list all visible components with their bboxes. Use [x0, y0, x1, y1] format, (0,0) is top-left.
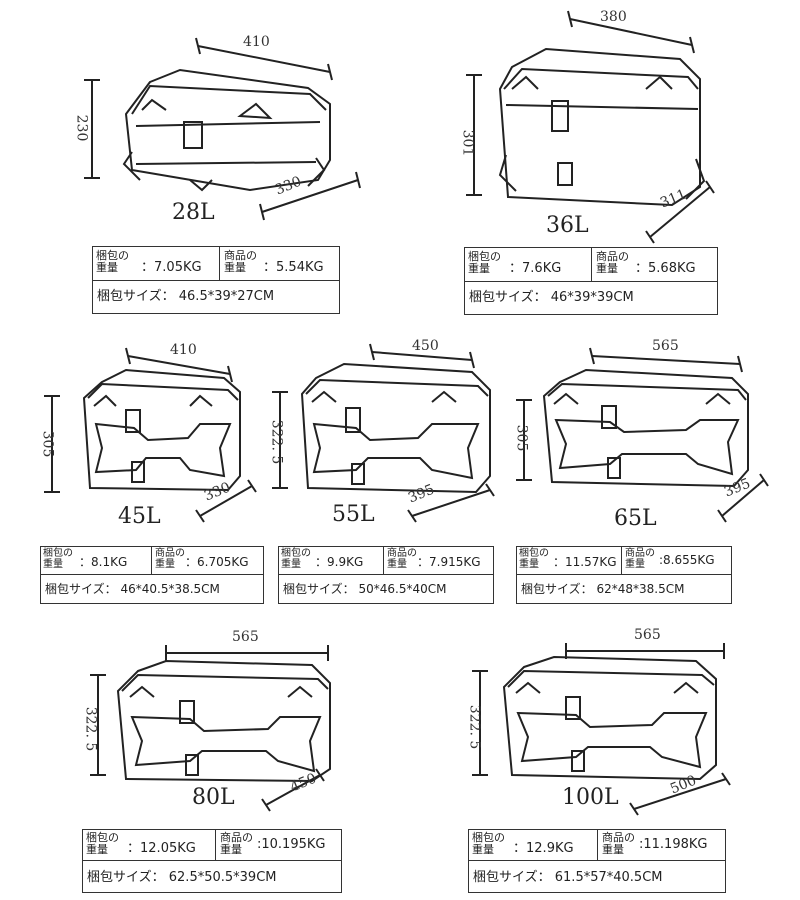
panel-80l: 565 322. 5 450 80L 梱包の重量 ：12.05KG 商品の重量 …	[80, 625, 360, 895]
product-weight-label-2: 重量	[625, 559, 645, 570]
pack-size-label: 梱包サイズ	[97, 289, 162, 304]
product-weight-value-100l: :11.198KG	[639, 837, 708, 852]
box-drawing-36l	[466, 10, 715, 244]
product-weight-label: 商品の	[625, 548, 655, 559]
panel-45l: 410 305 330 45L 梱包の重量 ：8.1KG 商品の重量 ：6.70…	[39, 340, 270, 610]
product-weight-label-2: 重量	[596, 262, 618, 275]
pack-size-value-28l: 46.5*39*27CM	[178, 289, 275, 304]
width-label-80l: 565	[232, 629, 259, 645]
product-weight-value-28l: 5.54KG	[276, 260, 324, 275]
product-weight-label: 商品の	[155, 548, 185, 559]
capacity-label-28l: 28L	[172, 200, 215, 225]
capacity-label-36l: 36L	[546, 213, 589, 238]
pack-weight-value-45l: 8.1KG	[91, 555, 128, 569]
pack-size-value-45l: 46*40.5*38.5CM	[120, 582, 220, 596]
pack-size-label: 梱包サイズ	[45, 582, 105, 596]
pack-weight-label: 梱包の	[96, 249, 129, 262]
product-weight-label-2: 重量	[155, 559, 175, 570]
pack-weight-value-36l: 7.6KG	[522, 261, 562, 276]
pack-weight-label: 梱包の	[472, 831, 505, 844]
box-drawing-28l	[84, 37, 361, 221]
width-label-36l: 380	[600, 9, 627, 25]
pack-size-value-80l: 62.5*50.5*39CM	[168, 870, 277, 885]
pack-weight-label-2: 重量	[472, 843, 494, 856]
width-label-55l: 450	[412, 338, 439, 354]
height-label-80l: 322. 5	[82, 706, 99, 752]
spec-table-80l: 梱包の重量 ：12.05KG 商品の重量 :10.195KG 梱包サイズ： 62…	[82, 829, 342, 893]
product-weight-value-45l: 6.705KG	[197, 555, 249, 569]
product-weight-label: 商品の	[602, 831, 635, 844]
height-label-45l: 305	[39, 430, 56, 458]
box-drawing-45l	[44, 347, 257, 523]
capacity-label-80l: 80L	[192, 785, 235, 810]
pack-size-label: 梱包サイズ	[469, 290, 534, 305]
pack-weight-label-2: 重量	[86, 843, 108, 856]
pack-weight-value-55l: 9.9KG	[327, 555, 364, 569]
box-drawing-55l	[272, 343, 495, 523]
capacity-label-65l: 65L	[614, 506, 657, 531]
panel-55l: 450 322. 5 395 55L 梱包の重量 ：9.9KG 商品の重量 ：7…	[268, 330, 502, 610]
box-drawing-80l	[90, 645, 331, 812]
product-weight-label: 商品の	[224, 249, 257, 262]
product-weight-label: 商品の	[220, 831, 253, 844]
pack-size-value-55l: 50*46.5*40CM	[358, 582, 447, 596]
spec-table-100l: 梱包の重量 ：12.9KG 商品の重量 :11.198KG 梱包サイズ： 61.…	[468, 829, 726, 893]
height-label-28l: 230	[73, 114, 90, 142]
pack-weight-value-100l: 12.9KG	[526, 841, 574, 856]
box-drawing-65l	[516, 347, 769, 523]
pack-weight-label: 梱包の	[86, 831, 119, 844]
product-weight-value-65l: :8.655KG	[659, 553, 715, 567]
height-label-100l: 322. 5	[466, 704, 483, 750]
pack-weight-label-2: 重量	[468, 262, 490, 275]
pack-size-label: 梱包サイズ	[521, 582, 581, 596]
pack-weight-label: 梱包の	[281, 548, 311, 559]
pack-size-label: 梱包サイズ	[283, 582, 343, 596]
product-weight-label: 商品の	[596, 250, 629, 263]
width-label-45l: 410	[170, 342, 197, 358]
spec-table-45l: 梱包の重量 ：8.1KG 商品の重量 ：6.705KG 梱包サイズ： 46*40…	[40, 546, 264, 604]
height-label-55l: 322. 5	[268, 419, 285, 465]
pack-weight-label: 梱包の	[468, 250, 501, 263]
product-weight-value-55l: 7.915KG	[429, 555, 481, 569]
product-weight-label: 商品の	[387, 548, 417, 559]
panel-36l: 380 301 311 36L 梱包の重量 ：7.6KG 商品の重量 ：5.68…	[459, 5, 750, 320]
capacity-label-45l: 45L	[118, 504, 161, 529]
pack-weight-value-80l: 12.05KG	[140, 841, 196, 856]
capacity-label-100l: 100L	[562, 785, 619, 810]
pack-weight-value-65l: 11.57KG	[565, 555, 617, 569]
box-drawing-100l	[472, 643, 731, 816]
width-label-28l: 410	[243, 34, 270, 50]
spec-table-36l: 梱包の重量 ：7.6KG 商品の重量 ：5.68KG 梱包サイズ： 46*39*…	[464, 247, 718, 315]
pack-weight-label: 梱包の	[43, 548, 73, 559]
product-weight-label-2: 重量	[387, 559, 407, 570]
spec-table-28l: 梱包の重量 ：7.05KG 商品の重量 ：5.54KG 梱包サイズ： 46.5*…	[92, 246, 340, 314]
product-weight-label-2: 重量	[602, 843, 624, 856]
spec-table-55l: 梱包の重量 ：9.9KG 商品の重量 ：7.915KG 梱包サイズ： 50*46…	[278, 546, 494, 604]
pack-weight-label: 梱包の	[519, 548, 549, 559]
pack-size-value-100l: 61.5*57*40.5CM	[554, 870, 663, 885]
pack-weight-value-28l: 7.05KG	[154, 260, 202, 275]
width-label-100l: 565	[634, 627, 661, 643]
width-label-65l: 565	[652, 338, 679, 354]
product-weight-label-2: 重量	[220, 843, 242, 856]
pack-weight-label-2: 重量	[43, 559, 63, 570]
spec-table-65l: 梱包の重量 ：11.57KG 商品の重量 :8.655KG 梱包サイズ： 62*…	[516, 546, 732, 604]
pack-weight-label-2: 重量	[519, 559, 539, 570]
panel-28l: 410 230 330 28L 梱包の重量 ：7.05KG 商品の重量 ：5.5…	[73, 30, 361, 320]
capacity-label-55l: 55L	[332, 502, 375, 527]
product-weight-label-2: 重量	[224, 261, 246, 274]
height-label-65l: 305	[513, 424, 530, 452]
pack-weight-label-2: 重量	[96, 261, 118, 274]
pack-weight-label-2: 重量	[281, 559, 301, 570]
panel-65l: 565 305 395 65L 梱包の重量 ：11.57KG 商品の重量 :8.…	[510, 330, 790, 610]
product-weight-value-80l: :10.195KG	[257, 837, 326, 852]
pack-size-value-65l: 62*48*38.5CM	[596, 582, 685, 596]
pack-size-value-36l: 46*39*39CM	[550, 290, 634, 305]
product-weight-value-36l: 5.68KG	[648, 261, 696, 276]
pack-size-label: 梱包サイズ	[473, 870, 538, 885]
height-label-36l: 301	[459, 129, 476, 157]
panel-100l: 565 322. 5 500 100L 梱包の重量 ：12.9KG 商品の重量 …	[466, 625, 766, 895]
pack-size-label: 梱包サイズ	[87, 870, 152, 885]
